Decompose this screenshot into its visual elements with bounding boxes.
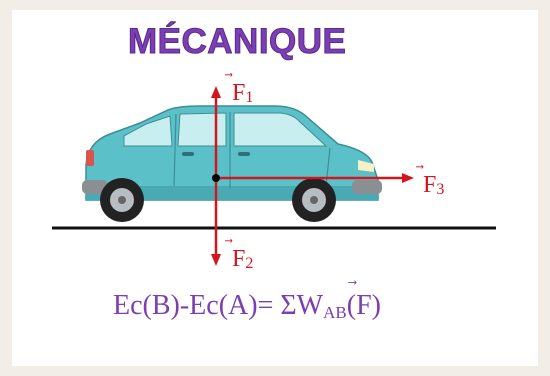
force-vector-symbol: ⃗F [356, 290, 372, 321]
force-f2-label: ⃗F2 [232, 246, 254, 272]
car-illustration [82, 105, 382, 222]
force-f1-label: ⃗F1 [232, 80, 254, 106]
front-wheel [292, 178, 336, 222]
front-window-rear [177, 112, 227, 147]
tail-light [86, 150, 94, 166]
rear-bumper [82, 180, 108, 194]
rear-wheel [100, 178, 144, 222]
force-f3-label: ⃗F3 [423, 172, 445, 198]
head-light [358, 160, 374, 172]
diagram-title: MÉCANIQUE [127, 22, 347, 62]
kinetic-energy-theorem: Ec(B)-Ec(A)= ΣWAB(⃗F) [113, 290, 381, 322]
front-bumper [352, 180, 382, 194]
front-window [233, 112, 328, 147]
force-vectors [211, 86, 414, 266]
rear-window [123, 115, 173, 147]
center-of-mass-dot [212, 174, 220, 182]
